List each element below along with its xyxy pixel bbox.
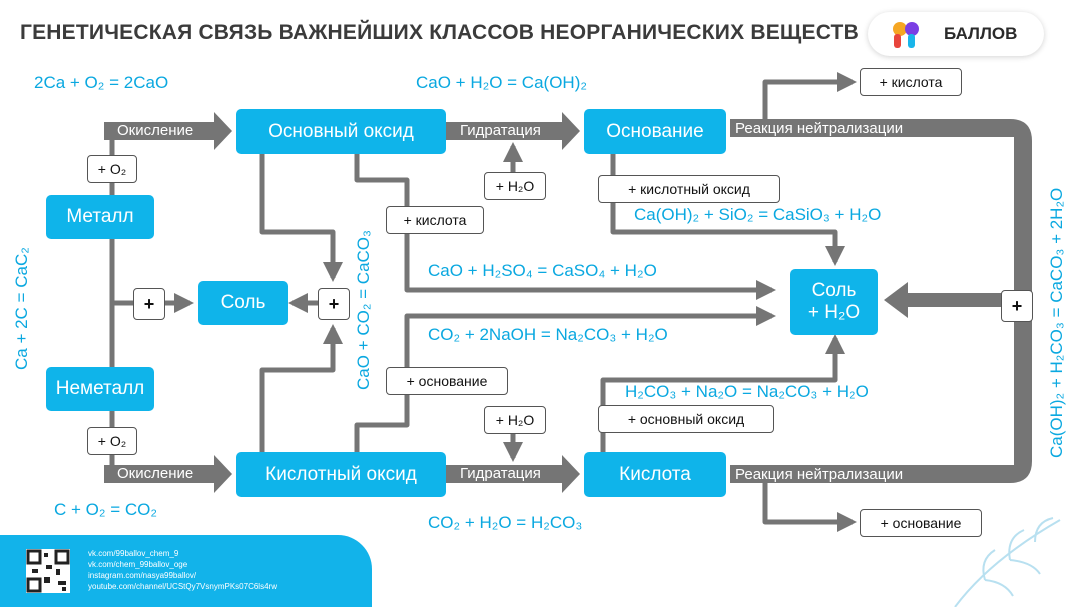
- plus-sign-metal-nonmetal: +: [133, 288, 165, 320]
- equation-cao-co2: CaO + CO₂ = CaCO₃: [354, 230, 373, 390]
- plus-acidic-oxide-tag: + кислотный оксид: [598, 175, 780, 203]
- salt-water-box: Соль + H₂O: [790, 269, 878, 335]
- equation-caoh2-sio2: Ca(OH)₂ + SiO₂ = CaSiO₃ + H₂O: [634, 205, 882, 224]
- oxidation-arrow-bottom: [104, 455, 232, 493]
- hydration-arrow-top: [446, 112, 580, 150]
- oxidation-label-bottom: Окисление: [117, 465, 194, 482]
- hydration-arrow-bottom: [446, 455, 580, 493]
- neutralization-arrow-in: [884, 282, 1014, 318]
- logo[interactable]: БАЛЛОВ: [868, 12, 1044, 56]
- 99-logo-icon: [893, 22, 919, 48]
- oxidation-label-top: Окисление: [117, 122, 194, 139]
- h2o-tag-top: + H₂O: [484, 172, 546, 200]
- page-title: ГЕНЕТИЧЕСКАЯ СВЯЗЬ ВАЖНЕЙШИХ КЛАССОВ НЕО…: [20, 21, 859, 44]
- footer-link-vk-2[interactable]: vk.com/chem_99ballov_oge: [88, 560, 188, 569]
- basic-oxide-box: Основный оксид: [236, 109, 446, 154]
- plus-acid-right-tag: + кислота: [860, 68, 962, 96]
- equation-cao-h2o: CaO + H₂O = Ca(OH)₂: [416, 73, 587, 92]
- o2-tag-bottom: + O₂: [87, 427, 137, 455]
- plus-basic-oxide-tag: + основный оксид: [598, 405, 774, 433]
- footer: vk.com/99ballov_chem_9 vk.com/chem_99bal…: [0, 535, 372, 607]
- oxidation-arrow-top: [104, 112, 232, 150]
- equation-ca-o2: 2Ca + O₂ = 2CaO: [34, 73, 169, 92]
- acid-box: Кислота: [584, 452, 726, 497]
- footer-link-vk-1[interactable]: vk.com/99ballov_chem_9: [88, 549, 179, 558]
- hydration-label-bottom: Гидратация: [460, 465, 541, 482]
- plus-sign-oxides: +: [318, 288, 350, 320]
- salt-box: Соль: [198, 281, 288, 325]
- equation-c-o2: C + O₂ = CO₂: [54, 500, 157, 519]
- equation-co2-h2o: CO₂ + H₂O = H₂CO₃: [428, 513, 583, 532]
- qr-code-icon[interactable]: [26, 549, 70, 593]
- nonmetal-box: Неметалл: [46, 367, 154, 411]
- plus-base-tag: + основание: [386, 367, 508, 395]
- leaves-decoration: [954, 517, 1061, 607]
- h2o-tag-bottom: + H₂O: [484, 406, 546, 434]
- footer-link-youtube[interactable]: youtube.com/channel/UCStQy7VsnymPKs07C6l…: [88, 582, 277, 591]
- acidic-oxide-box: Кислотный оксид: [236, 452, 446, 497]
- neutralization-label-bottom: Реакция нейтрализации: [735, 466, 904, 483]
- logo-text: БАЛЛОВ: [944, 24, 1018, 43]
- o2-tag-top: + O₂: [87, 155, 137, 183]
- plus-base-right-tag: + основание: [860, 509, 982, 537]
- neutralization-label-top: Реакция нейтрализации: [735, 120, 904, 137]
- equation-cao-h2so4: CaO + H₂SO₄ = CaSO₄ + H₂O: [428, 261, 657, 280]
- salt-water-line-1: Соль: [811, 280, 857, 301]
- equation-ca-c: Ca + 2C = CaC₂: [12, 247, 31, 370]
- plus-acid-tag: + кислота: [386, 206, 484, 234]
- equation-co2-naoh: CO₂ + 2NaOH = Na₂CO₃ + H₂O: [428, 325, 668, 344]
- plus-sign-neutralization: +: [1001, 290, 1033, 322]
- base-box: Основание: [584, 109, 726, 154]
- metal-box: Металл: [46, 195, 154, 239]
- hydration-label-top: Гидратация: [460, 122, 541, 139]
- footer-link-instagram[interactable]: instagram.com/nasya99ballov/: [88, 571, 197, 580]
- equation-h2co3-na2o: H₂CO₃ + Na₂O = Na₂CO₃ + H₂O: [625, 382, 869, 401]
- salt-water-line-2: + H₂O: [807, 302, 861, 323]
- equation-caoh2-h2co3: Ca(OH)₂ + H₂CO₃ = CaCO₃ + 2H₂O: [1047, 187, 1066, 458]
